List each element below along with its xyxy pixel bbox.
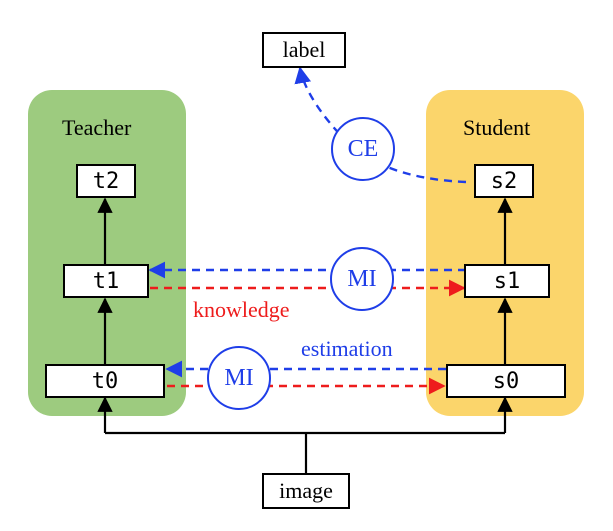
label-box: label xyxy=(262,32,346,68)
image-box: image xyxy=(262,473,350,509)
node-s0: s0 xyxy=(446,364,566,398)
node-s1: s1 xyxy=(464,264,550,298)
mi-top-circle: MI xyxy=(330,247,394,311)
node-s2: s2 xyxy=(474,164,534,198)
mi-bottom-circle: MI xyxy=(207,346,271,410)
student-title: Student xyxy=(463,115,531,140)
teacher-title: Teacher xyxy=(62,115,132,140)
ce-curve-arrow xyxy=(294,66,467,184)
image-fork-line xyxy=(105,431,505,473)
ce-circle: CE xyxy=(331,117,395,181)
teacher-panel xyxy=(28,90,186,416)
estimation-label: estimation xyxy=(301,336,393,361)
knowledge-label: knowledge xyxy=(193,297,290,322)
node-t2: t2 xyxy=(76,164,136,198)
node-t0: t0 xyxy=(45,364,165,398)
node-t1: t1 xyxy=(63,264,149,298)
